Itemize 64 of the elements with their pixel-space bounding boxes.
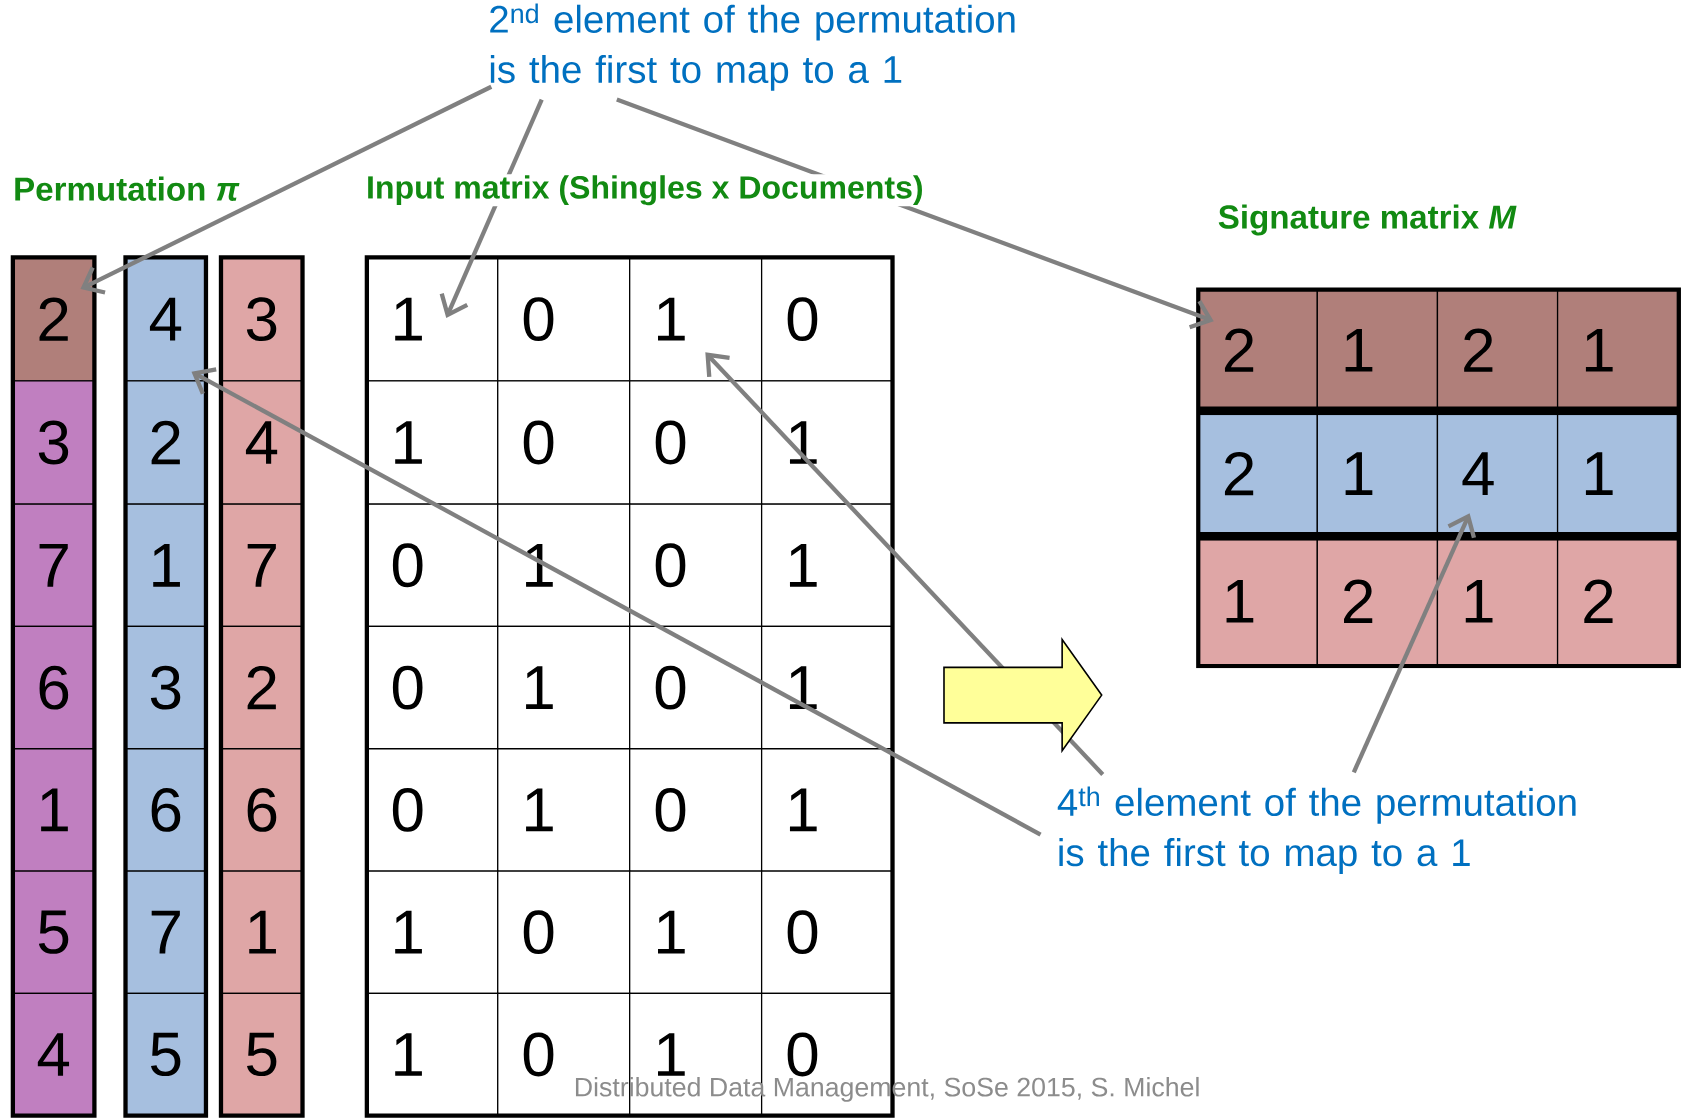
leader-line [439, 98, 544, 319]
matrix-cell: 0 [366, 503, 499, 628]
block-arrow [943, 637, 1103, 754]
leader-line [1351, 513, 1477, 774]
matrix-cell: 2 [220, 625, 304, 750]
matrix-cell: 1 [497, 748, 631, 872]
matrix-cell: 1 [366, 380, 499, 505]
matrix-cell: 5 [124, 992, 207, 1117]
matrix-cell: 1 [629, 870, 763, 994]
matrix-cell: 6 [220, 748, 304, 872]
matrix-cell: 1 [124, 503, 207, 628]
column-heading: Permutation π [15, 176, 240, 201]
matrix-cell: 2 [1556, 535, 1680, 667]
callout-text: 4$^{th}$ element of the permutation is the first to map to a 1 [1057, 786, 1576, 874]
matrix-cell: 0 [761, 870, 894, 994]
matrix-cell: 5 [220, 992, 304, 1117]
matrix-cell: 7 [220, 503, 304, 628]
matrix-cell: 1 [366, 992, 499, 1117]
matrix-cell: 4 [12, 992, 96, 1117]
callout-text: 2$^{nd}$ element of the permutation is the first to map to a 1 [490, 3, 1015, 91]
matrix-cell: 0 [629, 625, 763, 750]
matrix-cell: 4 [124, 256, 207, 382]
matrix-cell: 1 [497, 625, 631, 750]
matrix-cell: 2 [1197, 289, 1318, 412]
matrix-cell: 0 [497, 870, 631, 994]
matrix-cell: 1 [366, 256, 499, 382]
matrix-cell: 0 [761, 256, 894, 382]
matrix-cell: 1 [366, 870, 499, 994]
matrix-cell: 0 [497, 380, 631, 505]
matrix-cell: 3 [12, 380, 96, 505]
matrix-cell: 6 [12, 625, 96, 750]
matrix-cell: 0 [366, 625, 499, 750]
matrix-cell: 0 [366, 748, 499, 872]
matrix-cell: 1 [1316, 289, 1439, 412]
matrix-cell: 2 [1436, 289, 1559, 412]
matrix-cell: 2 [1316, 535, 1439, 667]
matrix-cell: 1 [1197, 535, 1318, 667]
matrix-cell: 7 [124, 870, 207, 994]
matrix-cell: 6 [124, 748, 207, 872]
matrix-heading: Signature matrix M [1218, 204, 1517, 236]
leader-line [616, 97, 1214, 330]
matrix-cell: 0 [629, 380, 763, 505]
matrix-cell: 7 [12, 503, 96, 628]
matrix-cell: 1 [629, 256, 763, 382]
matrix-cell: 0 [497, 256, 631, 382]
matrix-cell: 1 [220, 870, 304, 994]
matrix-cell: 1 [1556, 289, 1680, 412]
matrix-cell: 3 [124, 625, 207, 750]
matrix-cell: 1 [1556, 410, 1680, 538]
matrix-cell: 1 [1316, 410, 1439, 538]
matrix-cell: 4 [1436, 410, 1559, 538]
matrix-cell: 1 [1436, 535, 1559, 667]
leader-line [191, 367, 1042, 837]
matrix-heading: Input matrix (Shingles x Documents) [364, 174, 925, 207]
matrix-cell: 0 [629, 503, 763, 628]
matrix-cell: 1 [761, 503, 894, 628]
matrix-cell: 5 [12, 870, 96, 994]
leader-line [80, 84, 493, 295]
matrix-cell: 1 [761, 748, 894, 872]
matrix-cell: 3 [220, 256, 304, 382]
matrix-cell: 2 [124, 380, 207, 505]
matrix-cell: 2 [1197, 410, 1318, 538]
matrix-cell: 1 [12, 748, 96, 872]
matrix-cell: 0 [629, 748, 763, 872]
